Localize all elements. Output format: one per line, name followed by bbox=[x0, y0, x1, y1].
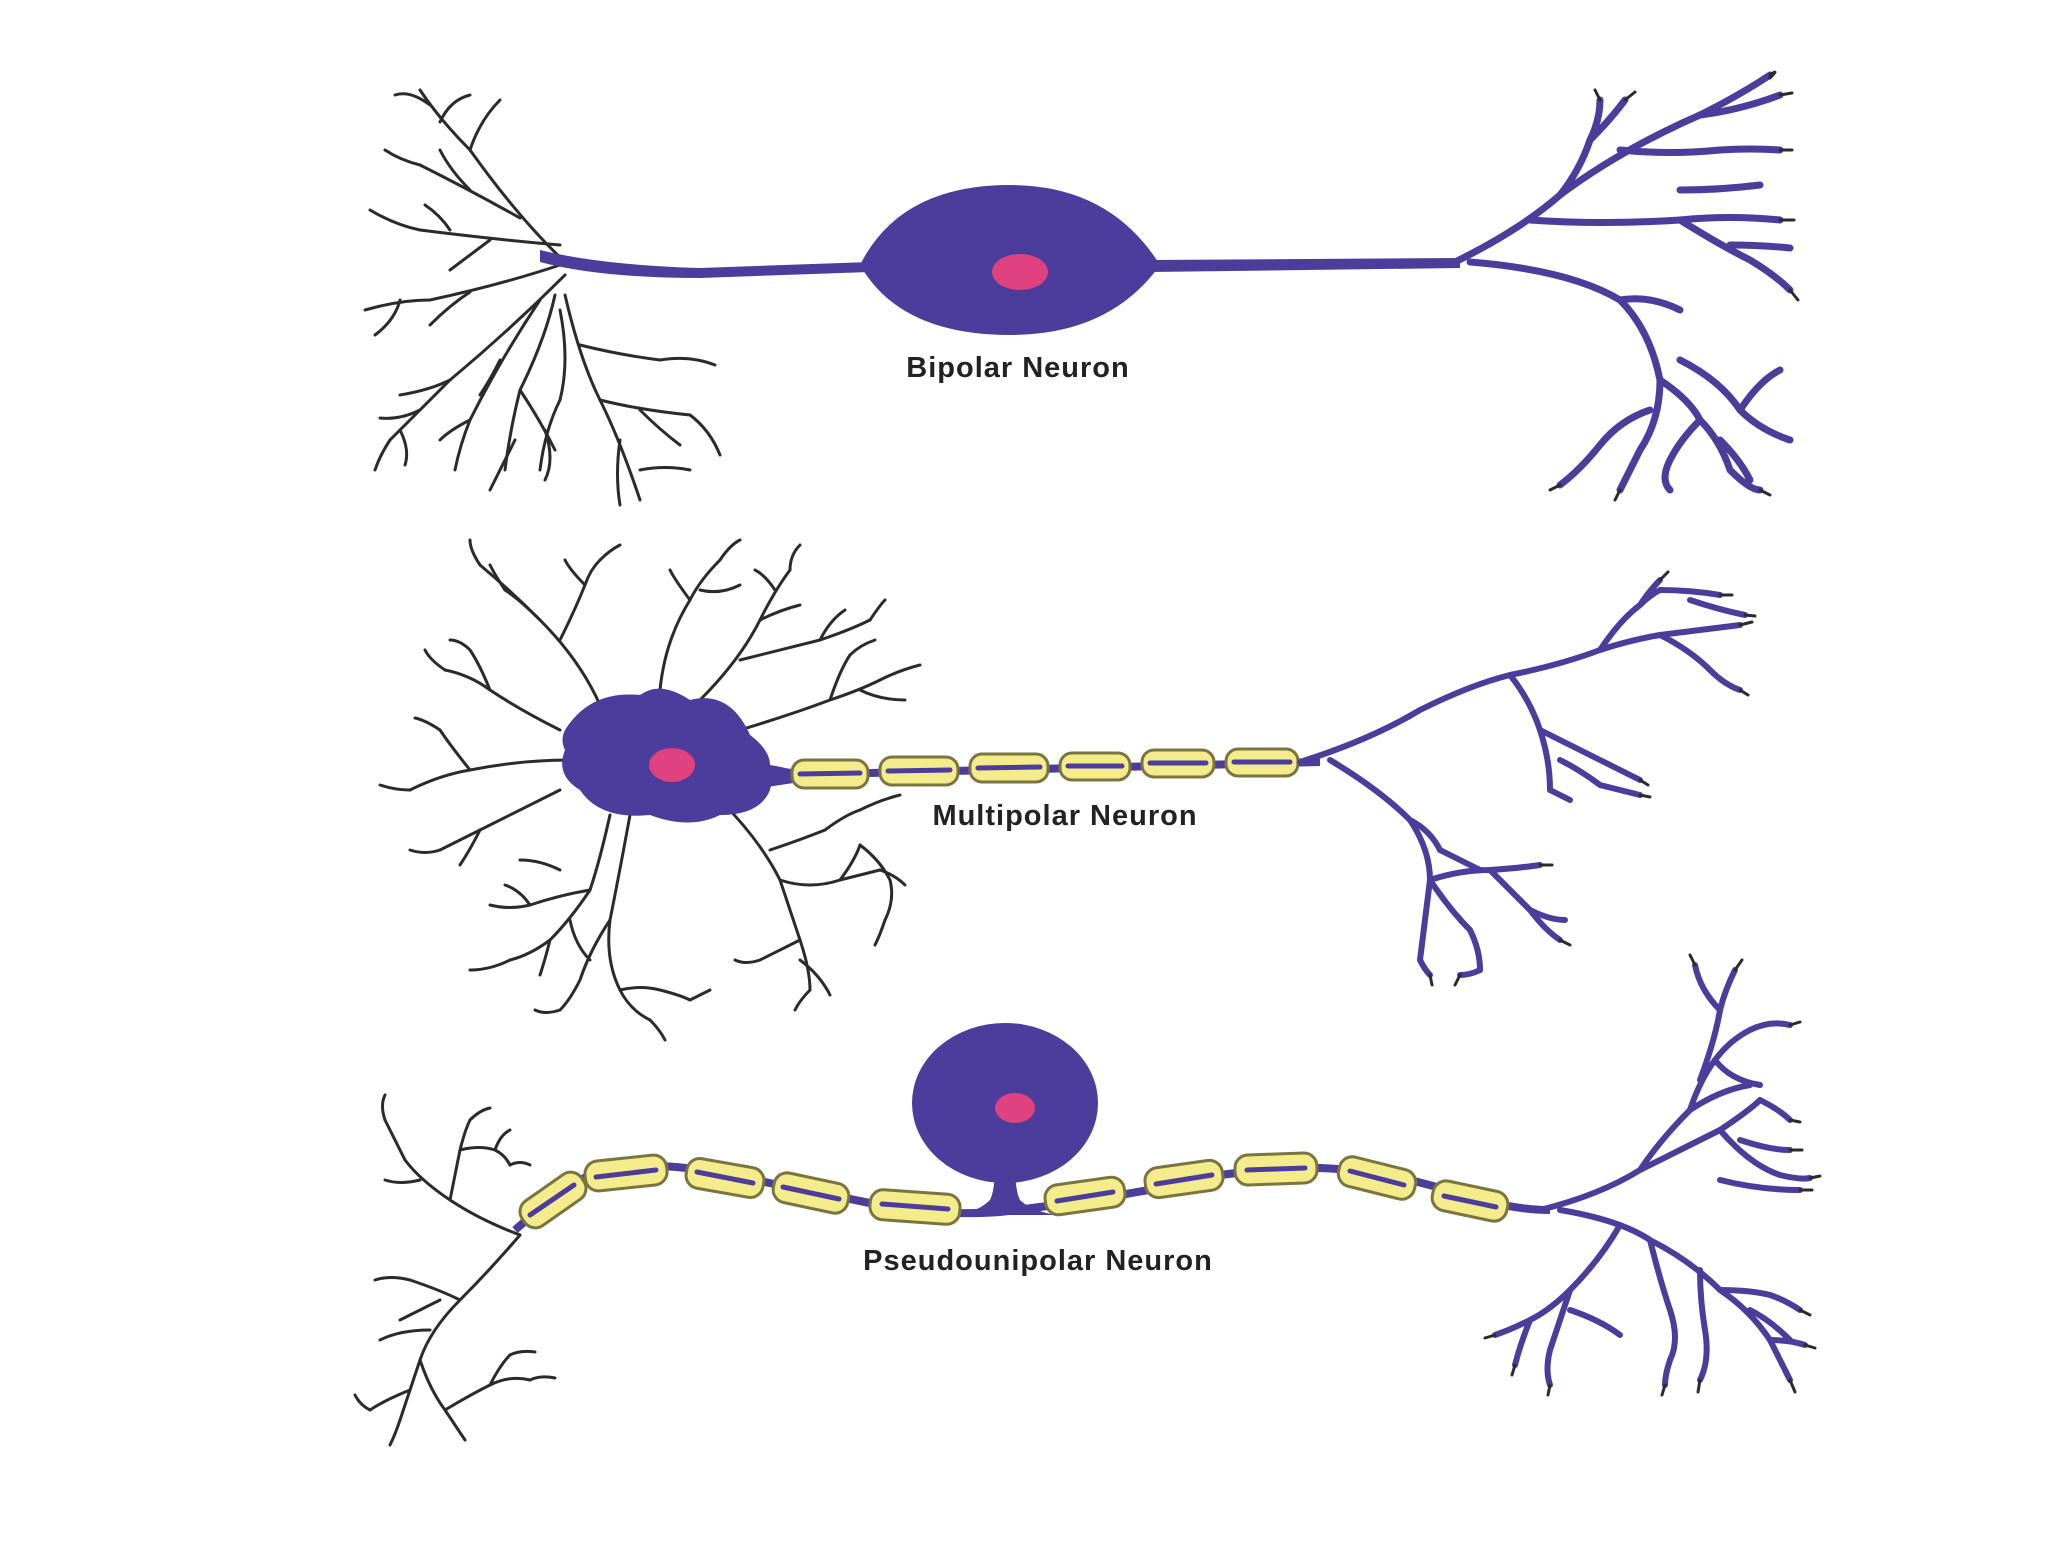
multipolar-axon-terminals bbox=[1300, 580, 1745, 975]
bipolar-axon-terminals bbox=[1455, 75, 1790, 490]
multipolar-nucleus bbox=[649, 748, 695, 782]
pseudounipolar-label: Pseudounipolar Neuron bbox=[863, 1245, 1213, 1277]
pseudounipolar-nucleus bbox=[995, 1093, 1035, 1123]
multipolar-axon bbox=[790, 749, 1320, 788]
bipolar-neuron: Bipolar Neuron bbox=[365, 72, 1798, 505]
pseudounipolar-neuron: Pseudounipolar Neuron bbox=[355, 955, 1820, 1445]
multipolar-myelin-sheaths bbox=[792, 749, 1298, 788]
bipolar-process-right bbox=[1150, 258, 1460, 272]
bipolar-process-left bbox=[540, 250, 870, 278]
multipolar-neuron: Multipolar Neuron bbox=[380, 540, 1755, 1040]
pseudounipolar-dendrites bbox=[355, 1095, 555, 1445]
bipolar-nucleus bbox=[992, 254, 1048, 290]
multipolar-label: Multipolar Neuron bbox=[932, 800, 1197, 832]
multipolar-soma-group bbox=[562, 689, 800, 823]
bipolar-label: Bipolar Neuron bbox=[906, 352, 1129, 384]
pseudounipolar-axon-terminals bbox=[1495, 965, 1810, 1385]
bipolar-soma-group bbox=[540, 185, 1460, 335]
bipolar-left-dendrites bbox=[365, 90, 720, 505]
